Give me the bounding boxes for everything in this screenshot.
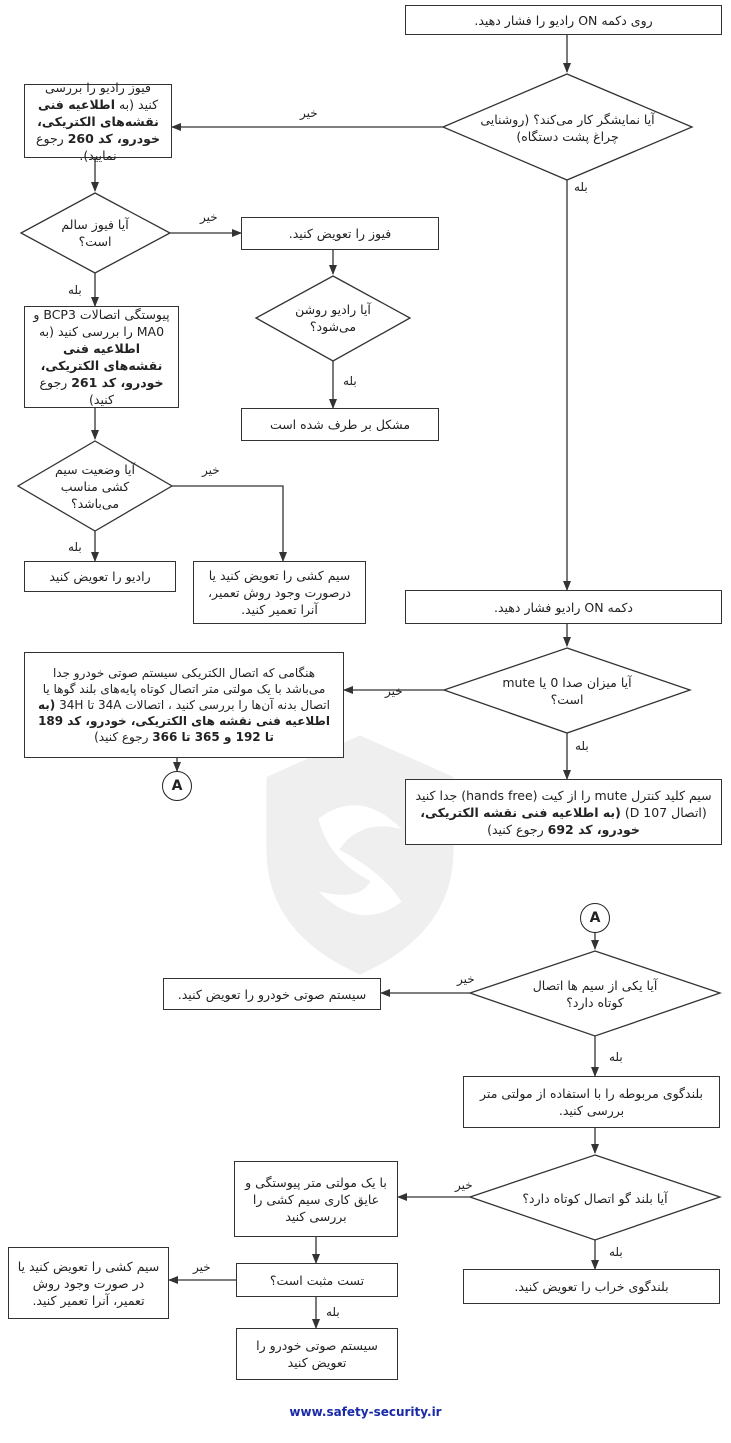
label-yes-d2: بله [68,283,82,297]
step-replace-wiring-2: سیم کشی را تعویض کنید یا در صورت وجود رو… [8,1247,169,1319]
step-test-positive: تست مثبت است؟ [236,1263,398,1297]
step-check-bcp3-ma0: پیوستگی اتصالات BCP3 و MA0 را بررسی کنید… [24,306,179,408]
label-no-d2: خیر [200,210,218,224]
step-check-wiring-continuity: با یک مولتی متر پیوستگی و عایق کاری سیم … [234,1161,398,1237]
step-press-radio-on: روی دکمه ON رادیو را فشار دهید. [405,5,722,35]
step-press-on-again: دکمه ON رادیو فشار دهید. [405,590,722,624]
decision-volume-mute: آیا میزان صدا 0 یا mute است؟ [502,675,632,707]
label-no-s16: خیر [193,1260,211,1274]
decision-wire-short: آیا یکی از سیم ها اتصال کوتاه دارد؟ [532,978,658,1010]
step-check-fuse: فیوز رادیو را بررسی کنید (به اطلاعیه فنی… [24,80,172,163]
label-no-d6: خیر [457,972,475,986]
label-yes-d5: بله [575,739,589,753]
label-yes-d3: بله [343,374,357,388]
connector-a-bottom: A [580,903,610,933]
label-yes-d4: بله [68,540,82,554]
label-no-d7: خیر [455,1178,473,1192]
label-yes-d7: بله [609,1245,623,1259]
step-replace-audio-system-2: سیستم صوتی خودرو را تعویض کنید [236,1328,398,1380]
step-check-speaker-multimeter: بلندگوی مربوطه را با استفاده از مولتی مت… [463,1076,720,1128]
decision-radio-on: آیا رادیو روشن می‌شود؟ [295,302,371,334]
label-yes-d6: بله [609,1050,623,1064]
label-yes-d1: بله [574,180,588,194]
step-replace-audio-system: سیستم صوتی خودرو را تعویض کنید. [163,978,381,1010]
arrow-d4-s7 [172,485,287,562]
step-replace-faulty-speaker: بلندگوی خراب را تعویض کنید. [463,1269,720,1304]
decision-speaker-short: آیا بلند گو اتصال کوتاه دارد؟ [522,1190,668,1206]
step-disconnect-mute-wire: سیم کلید کنترل mute را از کیت (hands fre… [405,779,722,845]
decision-wiring-ok: آیا وضعیت سیم کشی مناسب می‌باشد؟ [55,461,135,511]
decision-display-working: آیا نمایشگر کار می‌کند؟ (روشنایی چراغ پش… [480,111,655,144]
step-replace-wiring: سیم کشی را تعویض کنید یا درصورت وجود روش… [193,561,366,624]
step-replace-radio: رادیو را تعویض کنید [24,561,176,592]
step-problem-solved: مشکل بر طرف شده است [241,408,439,441]
footer-website: www.safety-security.ir [289,1405,442,1419]
step-replace-fuse: فیوز را تعویض کنید. [241,217,439,250]
connector-a-top: A [162,771,192,801]
label-no-d4: خیر [202,463,220,477]
decision-fuse-ok: آیا فیوز سالم است؟ [61,217,129,249]
label-no-d5: خیر [385,684,403,698]
label-no-d1: خیر [300,106,318,120]
step-check-speaker-short: هنگامی که اتصال الکتریکی سیستم صوتی خودر… [24,652,344,758]
label-yes-s16: بله [326,1305,340,1319]
